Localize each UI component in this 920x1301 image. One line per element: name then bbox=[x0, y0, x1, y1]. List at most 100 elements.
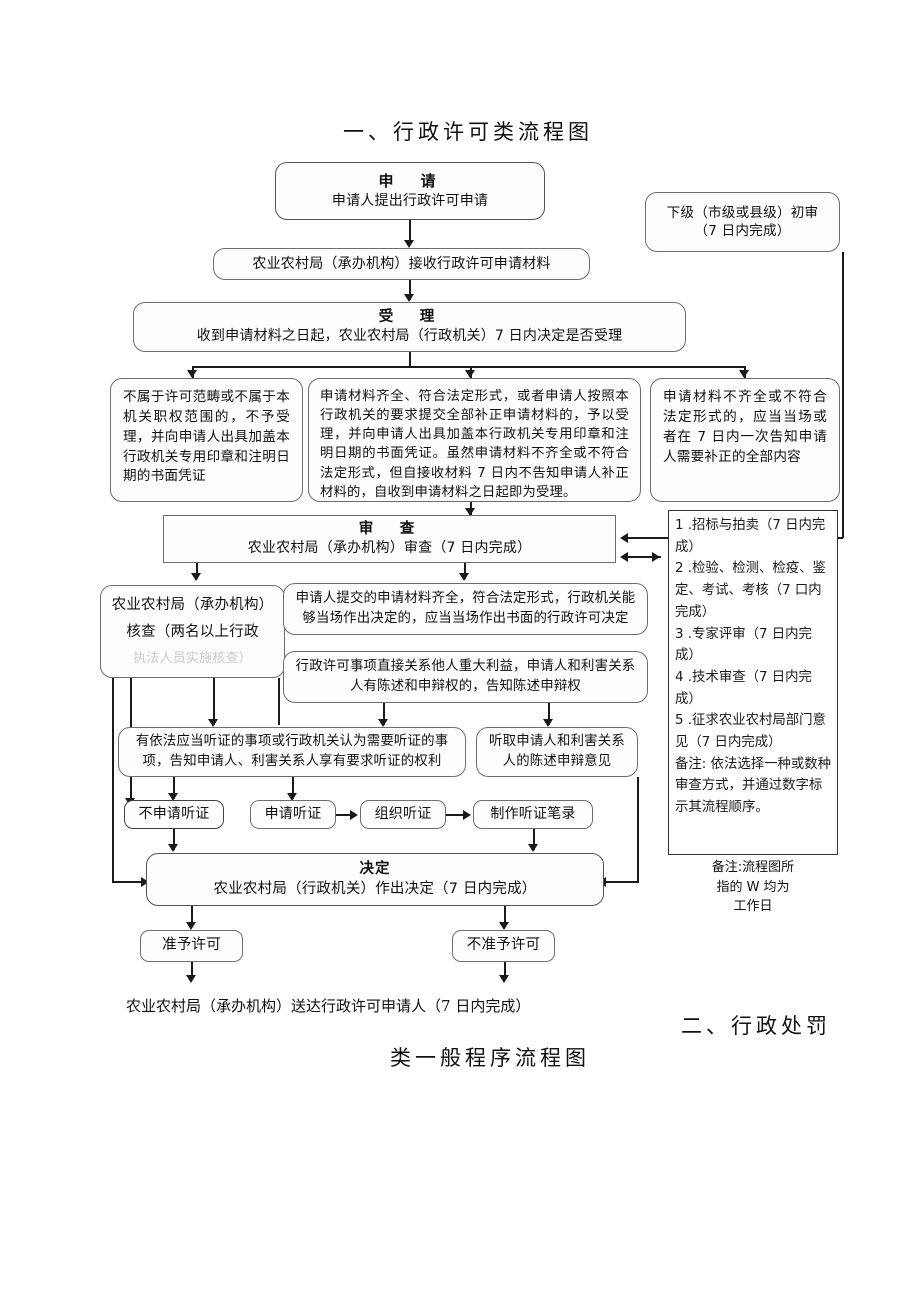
node-do-accept-body: 申请材料齐全、符合法定形式，或者申请人按照本行政机关的要求提交全部补正申请材料的… bbox=[320, 389, 629, 500]
arrowhead-no-hearing-decision bbox=[168, 844, 178, 852]
arrowhead-apply-receive bbox=[404, 240, 414, 248]
connector-examine-onsite bbox=[464, 563, 466, 579]
node-accept: 受 理 收到申请材料之日起，农业农村局（行政机关）7 日内决定是否受理 bbox=[133, 302, 686, 352]
connector-decision-deny bbox=[504, 906, 506, 927]
review-method-item: 3 .专家评审（7 日内完成） bbox=[675, 626, 812, 664]
connector-hearing-no bbox=[173, 777, 175, 799]
connector-left-rail bbox=[112, 678, 114, 882]
arrowhead-statement-hear bbox=[378, 719, 388, 727]
footer-title: 类一般程序流程图 bbox=[390, 1046, 590, 1070]
node-hearing-record: 制作听证笔录 bbox=[473, 800, 593, 829]
review-methods-box: 1 .招标与拍卖（7 日内完成） 2 .检验、检测、检疫、鉴定、考试、考核（7 … bbox=[668, 510, 838, 855]
node-lower-review-line2: （7 日内完成） bbox=[694, 223, 791, 239]
node-deny-body: 不准予许可 bbox=[466, 937, 541, 954]
node-on-site-decision: 申请人提交的申请材料齐全，符合法定形式，行政机关能够当场作出决定的，应当当场作出… bbox=[283, 583, 648, 635]
arrowhead-hearing-yes bbox=[287, 793, 297, 801]
connector-verify-down-3 bbox=[278, 678, 280, 725]
node-decision-body: 农业农村局（行政机关）作出决定（7 日内完成） bbox=[213, 880, 537, 897]
node-deny: 不准予许可 bbox=[452, 930, 555, 962]
node-apply-body: 申请人提出行政许可申请 bbox=[331, 192, 489, 209]
node-not-accept: 不属于许可范畴或不属于本机关职权范围的，不予受理，并向申请人出具加盖本行政机关专… bbox=[110, 378, 303, 502]
arrowhead-decision-deny bbox=[499, 922, 509, 930]
node-verify-line3: 执法人员实施核查） bbox=[133, 650, 252, 666]
connector-accept-bus-stem bbox=[409, 352, 411, 367]
connector-lower-review-rail bbox=[842, 252, 844, 538]
connector-accept-bus bbox=[192, 366, 745, 368]
node-hearing-record-body: 制作听证笔录 bbox=[490, 806, 576, 823]
connector-apply-receive bbox=[409, 220, 411, 244]
review-method-item: 4 .技术审查（7 日内完成） bbox=[675, 669, 812, 707]
node-grant: 准予许可 bbox=[140, 930, 243, 962]
node-statement-right-body: 行政许可事项直接关系他人重大利益，申请人和利害关系人有陈述和申辩权的，告知陈述申… bbox=[295, 658, 636, 694]
arrowhead-do-accept-examine bbox=[465, 508, 475, 516]
arrowhead-statement-hearing bbox=[208, 719, 218, 727]
review-method-remark: 备注: 依法选择一种或数种审查方式，并通过数字标示其流程顺序。 bbox=[675, 756, 832, 816]
arrowhead-decision-grant bbox=[186, 922, 196, 930]
connector-hearing-req-organize bbox=[336, 814, 352, 816]
review-method-item: 2 .检验、检测、检疫、鉴定、考试、考核（7 口内完成） bbox=[675, 561, 826, 620]
review-method-item: 1 .招标与拍卖（7 日内完成） bbox=[675, 518, 826, 555]
arrowhead-examine-methods-right bbox=[652, 552, 660, 562]
connector-right-rail-into-decision bbox=[604, 881, 639, 883]
node-hear-statement-body: 听取申请人和利害关系人的陈述申辩意见 bbox=[489, 733, 625, 769]
connector-decision-grant bbox=[191, 906, 193, 927]
connector-statement-hear bbox=[383, 703, 385, 725]
node-examine: 审 查 农业农村局（承办机构）审查（7 日内完成） bbox=[163, 515, 616, 563]
arrowhead-not-accept bbox=[187, 370, 197, 378]
connector-statement-hearing bbox=[213, 703, 215, 725]
node-organize-hearing: 组织听证 bbox=[360, 800, 446, 829]
node-receive-materials-body: 农业农村局（承办机构）接收行政许可申请材料 bbox=[252, 255, 551, 272]
arrowhead-record-decision bbox=[528, 844, 538, 852]
workday-note-line1: 备注:流程图所 bbox=[711, 860, 795, 875]
connector-examine-methods bbox=[626, 556, 661, 558]
connector-examine-verify bbox=[196, 563, 198, 579]
arrowhead-need-supplement bbox=[739, 370, 749, 378]
review-method-item: 5 .征求农业农村局部门意见（7 日内完成） bbox=[675, 713, 826, 751]
node-receive-materials: 农业农村局（承办机构）接收行政许可申请材料 bbox=[213, 248, 590, 280]
connector-receive-accept bbox=[409, 280, 411, 300]
connector-verify-down-2 bbox=[213, 678, 215, 725]
workday-note-line2: 指的 W 均为 bbox=[716, 879, 790, 895]
node-decision: 决定 农业农村局（行政机关）作出决定（7 日内完成） bbox=[146, 853, 604, 906]
connector-organize-record bbox=[446, 814, 465, 816]
node-deliver: 农业农村局（承办机构）送达行政许可申请人（7 日内完成） bbox=[126, 997, 531, 1015]
arrowhead-grant-deliver bbox=[186, 975, 196, 983]
arrowhead-examine-verify bbox=[191, 573, 201, 581]
node-lower-review-line1: 下级（市级或县级）初审 bbox=[666, 204, 819, 221]
node-verify-line1: 农业农村局（承办机构） bbox=[111, 596, 274, 613]
node-verify-line2: 核查（两名以上行政 bbox=[126, 623, 259, 640]
connector-record-decision bbox=[533, 829, 535, 850]
node-apply: 申 请 申请人提出行政许可申请 bbox=[275, 162, 545, 220]
arrowhead-examine-methods-left bbox=[620, 552, 628, 562]
workday-note-line3: 工作日 bbox=[733, 899, 773, 914]
node-hearing-notice: 有依法应当听证的事项或行政机关认为需要听证的事项，告知申请人、利害关系人享有要求… bbox=[118, 727, 466, 777]
node-no-hearing-request-body: 不申请听证 bbox=[138, 806, 210, 823]
node-statement-right: 行政许可事项直接关系他人重大利益，申请人和利害关系人有陈述和申辩权的，告知陈述申… bbox=[283, 651, 648, 703]
node-examine-body: 农业农村局（承办机构）审查（7 日内完成） bbox=[247, 540, 532, 557]
arrowhead-deny-deliver bbox=[499, 975, 509, 983]
node-hearing-request: 申请听证 bbox=[250, 800, 336, 829]
node-accept-header: 受 理 bbox=[378, 309, 441, 326]
node-hear-statement: 听取申请人和利害关系人的陈述申辩意见 bbox=[476, 727, 638, 777]
node-hearing-notice-body: 有依法应当听证的事项或行政机关认为需要听证的事项，告知申请人、利害关系人享有要求… bbox=[135, 733, 449, 769]
node-apply-header: 申 请 bbox=[378, 171, 442, 190]
node-examine-header: 审 查 bbox=[358, 521, 421, 538]
node-hearing-request-body: 申请听证 bbox=[264, 806, 322, 823]
node-need-supplement-body: 申请材料不齐全或不符合法定形式的，应当当场或者在 7 日内一次告知申请人需要补正… bbox=[663, 389, 827, 465]
arrowhead-left-rail-into-decision bbox=[141, 877, 149, 887]
node-accept-body: 收到申请材料之日起，农业农村局（行政机关）7 日内决定是否受理 bbox=[196, 328, 623, 345]
node-no-hearing-request: 不申请听证 bbox=[124, 800, 224, 829]
connector-left-rail-into-decision bbox=[112, 881, 146, 883]
node-need-supplement: 申请材料不齐全或不符合法定形式的，应当当场或者在 7 日内一次告知申请人需要补正… bbox=[650, 378, 840, 502]
connector-no-hearing-decision bbox=[173, 829, 175, 850]
connector-deny-deliver bbox=[504, 962, 506, 980]
connector-statement-listen bbox=[548, 703, 550, 725]
connector-grant-deliver bbox=[191, 962, 193, 980]
arrowhead-hearing-no bbox=[168, 793, 178, 801]
node-lower-review: 下级（市级或县级）初审 （7 日内完成） bbox=[645, 192, 840, 252]
arrowhead-statement-listen bbox=[543, 719, 553, 727]
node-grant-body: 准予许可 bbox=[162, 937, 221, 954]
arrowhead-do-accept bbox=[465, 370, 475, 378]
node-do-accept: 申请材料齐全、符合法定形式，或者申请人按照本行政机关的要求提交全部补正申请材料的… bbox=[308, 378, 641, 502]
